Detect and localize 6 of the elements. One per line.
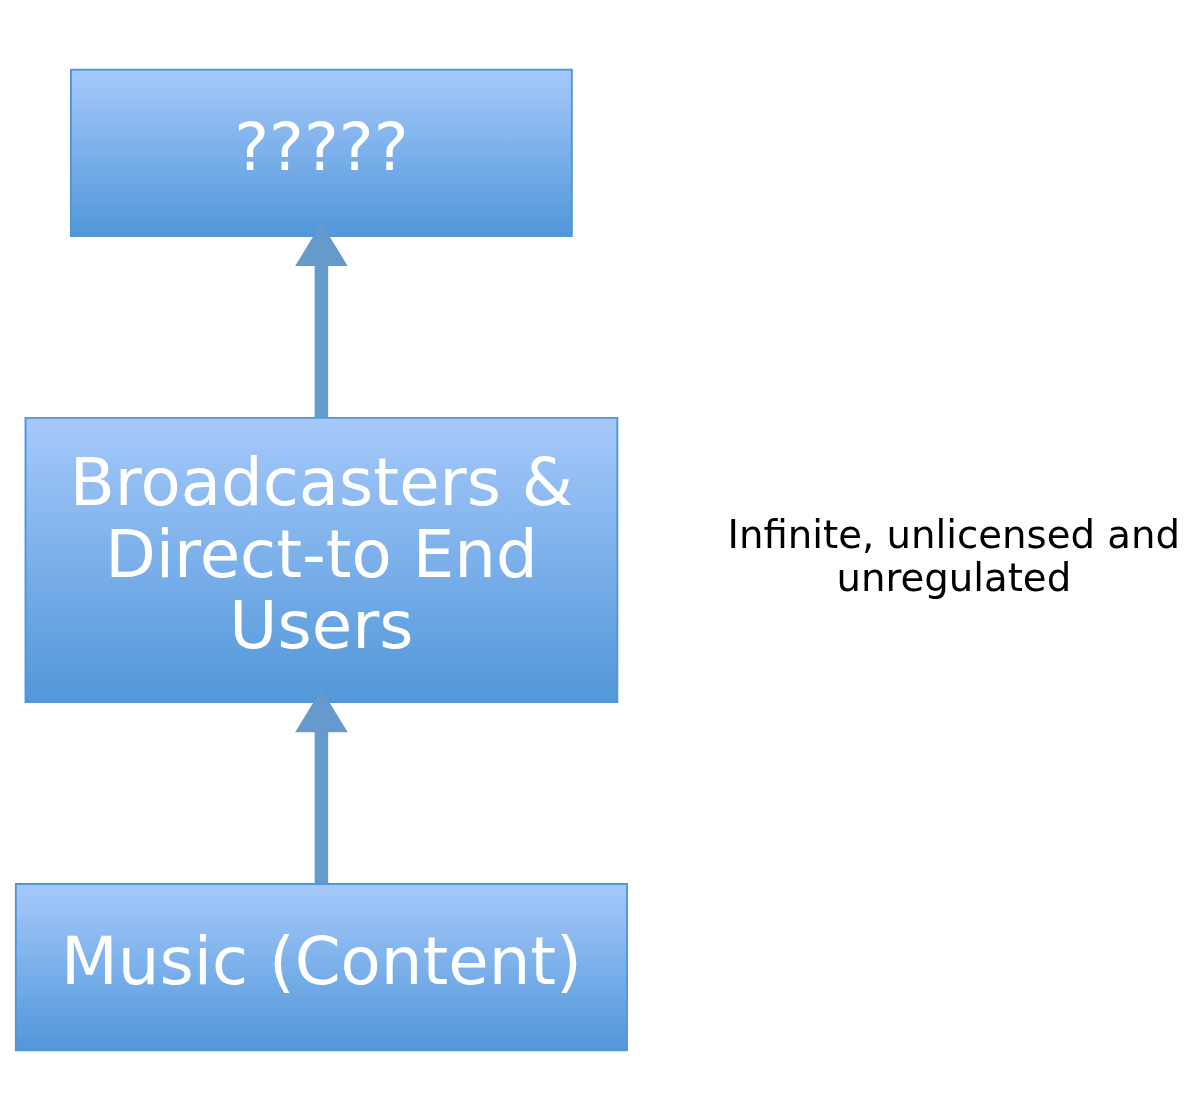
node-box: Broadcasters & Direct-to End Users — [24, 416, 619, 703]
node-box: ????? — [70, 68, 573, 237]
label: Infinite, unlicensed and unregulated — [727, 511, 1181, 600]
arrow — [295, 688, 348, 884]
node-box: Music (Content) — [14, 882, 628, 1051]
arrow — [295, 222, 348, 418]
